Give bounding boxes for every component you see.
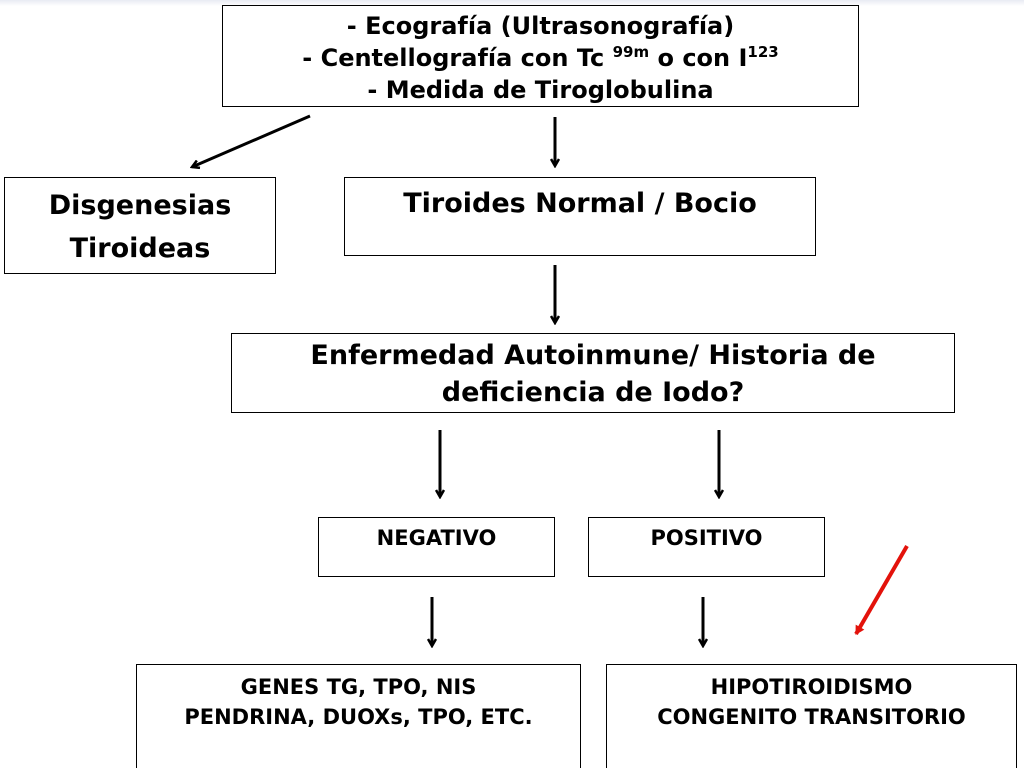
centellografia-middle: o con I <box>657 44 748 72</box>
autoinmune-question-box: Enfermedad Autoinmune/ Historia de defic… <box>231 333 955 413</box>
negativo-box: NEGATIVO <box>318 517 555 577</box>
genes-box: GENES TG, TPO, NIS PENDRINA, DUOXs, TPO,… <box>136 664 581 768</box>
tc-isotope-superscript: 99m <box>612 43 650 61</box>
test-ecografia: - Ecografía (Ultrasonografía) <box>346 12 735 40</box>
autoinmune-line2: deficiencia de Iodo? <box>441 377 745 408</box>
positivo-box: POSITIVO <box>588 517 825 577</box>
centellografia-prefix: - Centellografía con Tc <box>302 44 605 72</box>
hipotiroidismo-line1: HIPOTIROIDISMO <box>710 675 913 699</box>
genes-line1: GENES TG, TPO, NIS <box>240 675 477 699</box>
disgenesias-line1: Disgenesias <box>48 190 232 221</box>
iodine-isotope-superscript: 123 <box>747 43 779 61</box>
disgenesias-line2: Tiroideas <box>69 233 211 264</box>
autoinmune-line1: Enfermedad Autoinmune/ Historia de <box>310 340 876 371</box>
hipotiroidismo-box: HIPOTIROIDISMO CONGENITO TRANSITORIO <box>606 664 1017 768</box>
diagnostic-tests-box: - Ecografía (Ultrasonografía) - Centello… <box>222 5 859 107</box>
test-tiroglobulina: - Medida de Tiroglobulina <box>367 76 714 104</box>
disgenesias-box: Disgenesias Tiroideas <box>4 177 276 274</box>
negativo-label: NEGATIVO <box>376 526 497 550</box>
top-fade-band <box>0 0 1024 6</box>
highlight-red-arrow <box>854 544 909 636</box>
hipotiroidismo-line2: CONGENITO TRANSITORIO <box>657 705 966 729</box>
tiroides-normal-box: Tiroides Normal / Bocio <box>344 177 816 256</box>
arrow-to-disgenesias <box>192 114 311 167</box>
tiroides-normal-label: Tiroides Normal / Bocio <box>403 188 757 219</box>
positivo-label: POSITIVO <box>650 526 763 550</box>
genes-line2: PENDRINA, DUOXs, TPO, ETC. <box>184 705 533 729</box>
test-centellografia: - Centellografía con Tc 99m o con I123 <box>223 42 858 74</box>
